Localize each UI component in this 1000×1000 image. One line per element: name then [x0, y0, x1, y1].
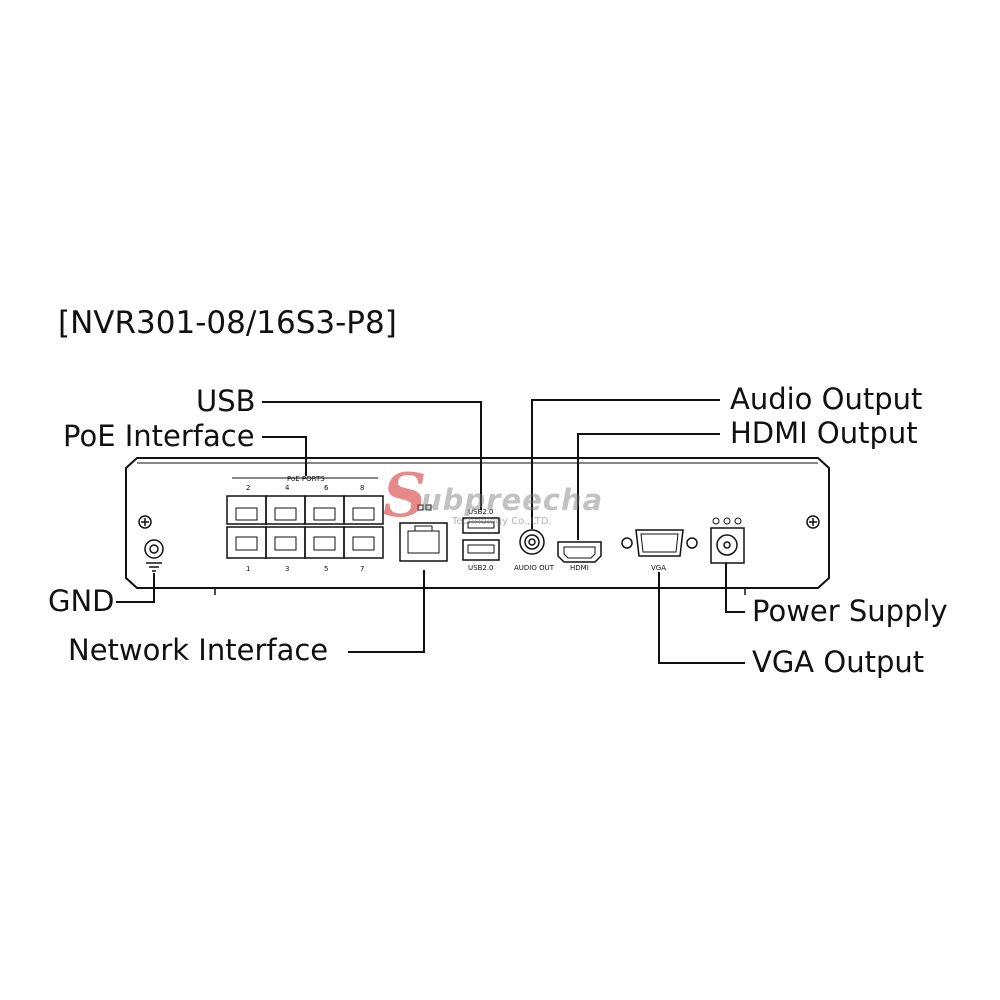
power-leader: [725, 563, 745, 613]
screw-left: [138, 515, 152, 529]
watermark-initial: S: [383, 461, 427, 531]
model-title: [NVR301-08/16S3-P8]: [58, 305, 397, 341]
poe-port-number-7: 7: [360, 565, 364, 573]
usb-top-label: USB2.0: [468, 508, 494, 516]
poe-port-number-8: 8: [360, 484, 364, 492]
hdmi-label: HDMI: [570, 564, 589, 572]
gnd-terminal: [144, 539, 164, 572]
vga-port: [621, 529, 698, 557]
audio-out-label: AUDIO OUT: [514, 564, 555, 572]
hdmi-port: [557, 541, 602, 563]
usb-callout-label: USB: [196, 384, 256, 418]
power-jack: [710, 517, 745, 564]
network-leader: [348, 570, 425, 653]
audio-leader: [531, 399, 720, 529]
gnd-leader: [116, 573, 155, 603]
power-supply-callout-label: Power Supply: [752, 594, 948, 628]
poe-leader: [262, 436, 307, 476]
screw-right: [806, 515, 820, 529]
poe-port-number-5: 5: [324, 565, 328, 573]
poe-port-number-6: 6: [324, 484, 329, 492]
poe-interface-callout-label: PoE Interface: [63, 419, 255, 453]
usb-bottom-label: USB2.0: [468, 564, 494, 572]
chassis-outline: [125, 457, 830, 589]
watermark-sub: Technology Co.,LTD.: [452, 516, 552, 527]
vga-output-callout-label: VGA Output: [752, 645, 925, 679]
poe-port-number-3: 3: [285, 565, 289, 573]
hdmi-output-callout-label: HDMI Output: [730, 416, 918, 450]
vga-leader: [658, 572, 745, 664]
poe-ports-label: PoE PORTS: [287, 475, 325, 483]
network-port: [399, 504, 448, 562]
poe-port-number-4: 4: [285, 484, 290, 492]
vga-label: VGA: [651, 564, 666, 572]
poe-port-number-2: 2: [246, 484, 250, 492]
poe-port-number-1: 1: [246, 565, 250, 573]
audio-jack: [519, 529, 545, 555]
watermark-name: ubpreecha: [421, 483, 604, 517]
gnd-callout-label: GND: [48, 584, 115, 618]
usb-leader: [262, 401, 482, 510]
usb-ports: [462, 517, 500, 561]
poe-port-block: [226, 477, 384, 559]
hdmi-leader: [577, 433, 720, 540]
network-interface-callout-label: Network Interface: [68, 633, 329, 667]
audio-output-callout-label: Audio Output: [730, 382, 923, 416]
